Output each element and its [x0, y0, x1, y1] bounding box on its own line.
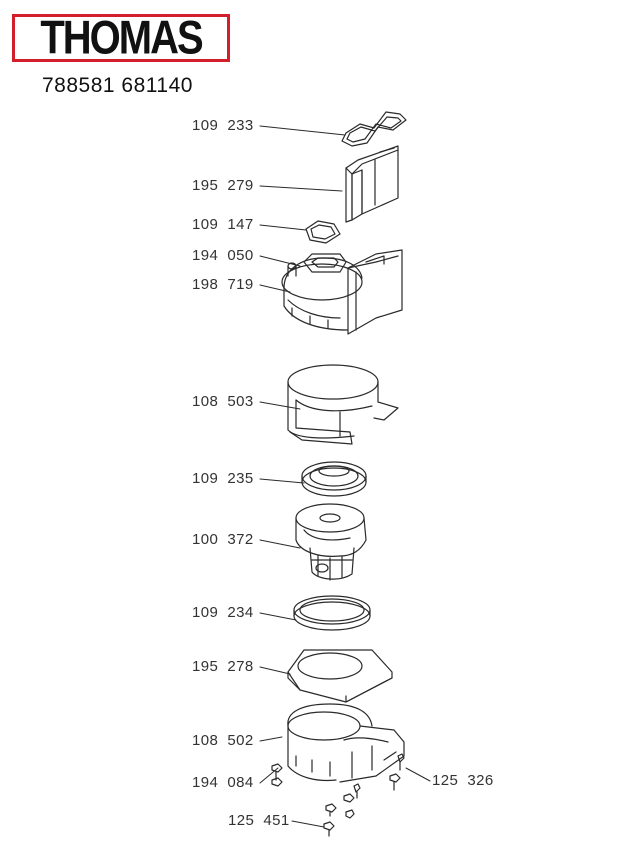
part-label-housing-top: 198 719 — [192, 276, 254, 293]
gasket-top — [341, 111, 407, 147]
thomas-logo: THOMAS — [12, 14, 230, 62]
base-plate — [287, 649, 393, 703]
band-strap — [287, 364, 399, 445]
filter-frame — [345, 145, 399, 223]
part-label-base-plate: 195 278 — [192, 658, 254, 675]
part-label-small-gasket: 109 147 — [192, 216, 254, 233]
part-label-seal-ring-upper: 109 235 — [192, 470, 254, 487]
housing-bottom — [287, 703, 405, 783]
part-label-motor: 100 372 — [192, 531, 254, 548]
part-label-filter-frame: 195 279 — [192, 177, 254, 194]
feet-screws — [271, 753, 405, 819]
bottom-screw — [323, 821, 335, 837]
seal-ring-upper — [301, 461, 367, 497]
motor-cover — [281, 249, 403, 335]
part-label-feet: 194 084 — [192, 774, 254, 791]
part-label-cover: 194 050 — [192, 247, 254, 264]
part-label-seal-ring-lower: 109 234 — [192, 604, 254, 621]
part-label-band: 108 503 — [192, 393, 254, 410]
part-label-screw-bottom: 125 451 — [228, 812, 290, 829]
small-gasket — [305, 220, 341, 244]
part-label-gasket-top: 109 233 — [192, 117, 254, 134]
leader-lines — [259, 125, 431, 828]
part-label-screws-right: 125 326 — [432, 772, 494, 789]
motor — [295, 503, 367, 581]
part-label-housing-bottom: 108 502 — [192, 732, 254, 749]
seal-ring-lower — [293, 595, 371, 631]
model-numbers: 788581 681140 — [42, 74, 193, 97]
logo-text: THOMAS — [40, 12, 203, 64]
